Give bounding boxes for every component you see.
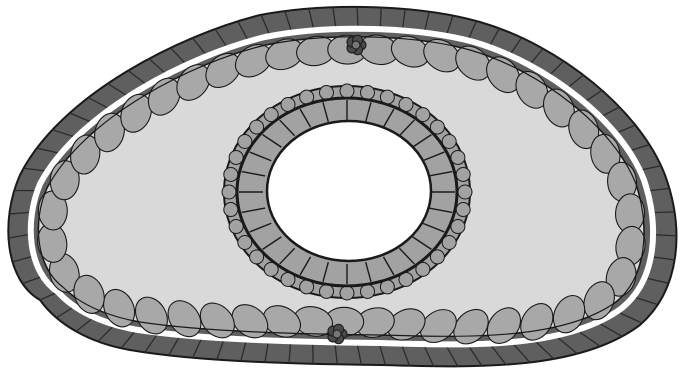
central-lumen [267,121,431,261]
ring-scallop [360,86,374,100]
ring-scallop [320,86,334,100]
ring-scallop [456,203,470,217]
ring-scallop [458,185,472,199]
ring-scallop [340,286,354,300]
ring-scallop [360,284,374,298]
ring-scallop [451,150,465,164]
ring-scallop [340,84,354,98]
ring-scallop [229,220,243,234]
ring-scallop [222,185,236,199]
central-ring [222,84,472,300]
wall-seam [380,8,381,30]
ring-scallop [224,203,238,217]
ring-scallop [456,167,470,181]
ring-scallop [320,284,334,298]
ring-scallop [451,220,465,234]
wall-seam [652,212,675,213]
ring-scallop [224,167,238,181]
node-center [333,330,341,338]
ring-scallop [229,150,243,164]
node-center [352,41,360,49]
